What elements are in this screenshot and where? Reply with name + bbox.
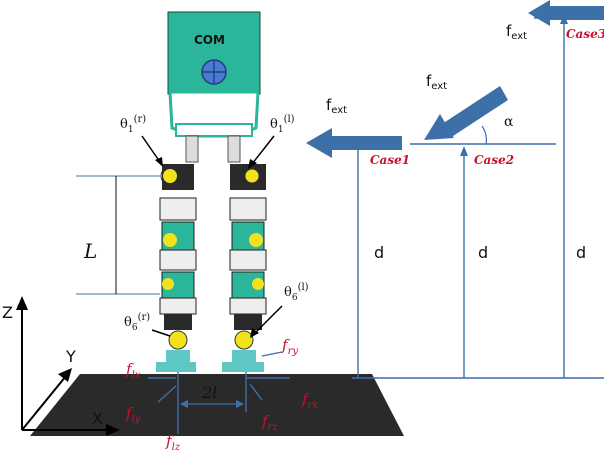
left-leg (222, 164, 267, 372)
fext-arrow-case3 (528, 0, 604, 26)
fext-label-case3: fext (506, 22, 527, 42)
fext-label-case2: fext (426, 72, 447, 92)
ankle-joint-right (168, 330, 188, 350)
x-axis-label: X (92, 409, 103, 428)
case-diagram: α fext fext fext Case1 Case2 Case3 d d d (306, 0, 604, 379)
right-leg (156, 164, 197, 372)
y-axis-label: Y (65, 347, 76, 366)
z-axis-label: Z (2, 303, 13, 322)
theta6-right-label: θ6(r) (124, 312, 150, 333)
case3-label: Case3 (566, 27, 604, 41)
com-label: COM (194, 33, 225, 47)
case1-label: Case1 (370, 153, 410, 167)
foot-spacing-label: 2l (201, 383, 217, 402)
theta6-left-label: θ6(l) (284, 282, 309, 303)
force-fry-label: fry (281, 336, 298, 357)
ground-plane (30, 374, 404, 436)
alpha-label: α (504, 114, 514, 130)
leg-length-label: L (83, 239, 97, 263)
force-flx-label: flx (125, 360, 141, 381)
robot: COM (156, 11, 267, 372)
distance-label-case1: d (374, 243, 384, 262)
ankle-joint-left (234, 330, 254, 350)
theta6-right-annotation: θ6(r) (124, 312, 171, 337)
distance-label-case2: d (478, 243, 488, 262)
coordinate-axes: Z Y X (2, 296, 120, 436)
hip-joint-left (244, 168, 260, 184)
com-marker-icon (201, 59, 227, 85)
fext-label-case1: fext (326, 96, 347, 116)
distance-label-case3: d (576, 243, 586, 262)
theta1-right-label: θ1(r) (120, 114, 146, 135)
alpha-arc (481, 125, 487, 145)
theta1-left-label: θ1(l) (270, 114, 295, 135)
leg-length-dimension: L (76, 175, 160, 295)
case2-label: Case2 (474, 153, 514, 167)
theta1-right-annotation: θ1(r) (120, 114, 163, 167)
fext-arrow-case2 (424, 86, 508, 140)
fext-arrow-case1 (306, 128, 402, 158)
theta1-left-annotation: θ1(l) (248, 114, 295, 169)
